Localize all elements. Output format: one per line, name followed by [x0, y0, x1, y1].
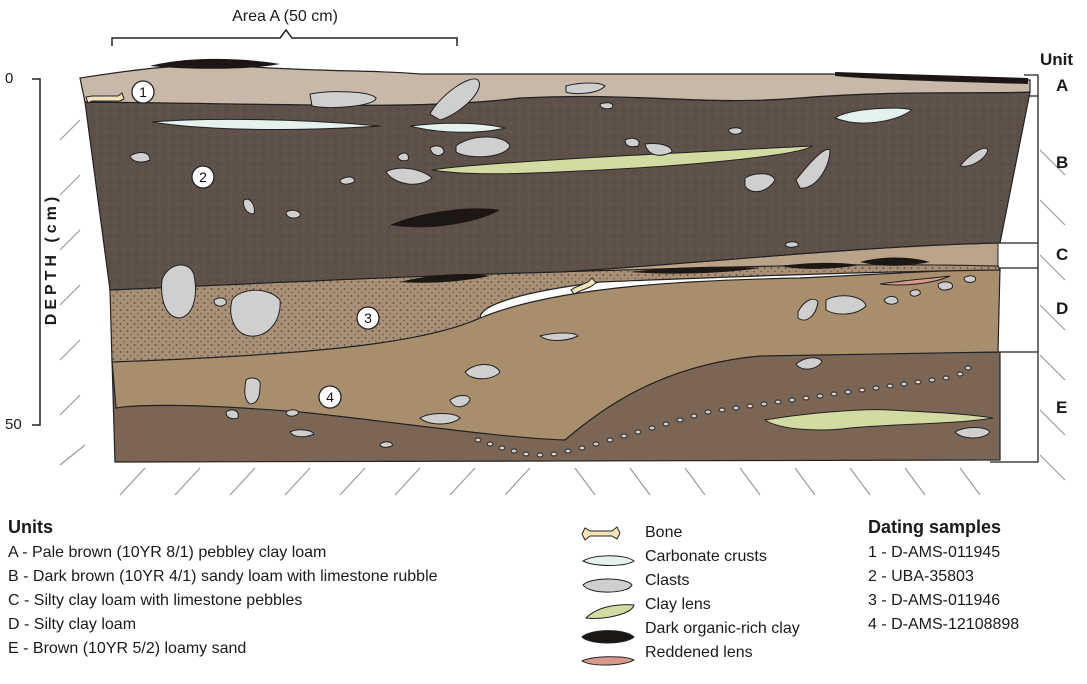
symbol-label-bone: Bone	[645, 521, 800, 545]
unit-letter-d: D	[1056, 299, 1068, 319]
units-legend-item: C - Silty clay loam with limestone pebbl…	[8, 589, 438, 613]
units-legend: Units A - Pale brown (10YR 8/1) pebbley …	[8, 515, 438, 661]
clast-icon	[583, 579, 632, 592]
units-legend-item: E - Brown (10YR 5/2) loamy sand	[8, 637, 438, 661]
depth-tick-50: 50	[5, 416, 22, 433]
area-a-bracket	[112, 30, 457, 46]
reddened-lens-icon	[582, 657, 634, 665]
bone-icon	[582, 527, 620, 540]
sample-marker-2-label: 2	[199, 169, 207, 185]
dating-sample-item: 4 - D-AMS-12108898	[868, 613, 1019, 637]
dating-sample-item: 3 - D-AMS-011946	[868, 589, 1019, 613]
unit-letter-a: A	[1056, 76, 1068, 96]
dating-samples-legend: Dating samples 1 - D-AMS-011945 2 - UBA-…	[868, 515, 1019, 637]
units-legend-title: Units	[8, 515, 438, 539]
symbol-label-clay-lens: Clay lens	[645, 593, 800, 617]
symbol-label-carbonate: Carbonate crusts	[645, 545, 800, 569]
organic-clay-icon	[582, 631, 634, 643]
symbol-label-clasts: Clasts	[645, 569, 800, 593]
symbol-label-organic-clay: Dark organic-rich clay	[645, 617, 800, 641]
dating-sample-item: 2 - UBA-35803	[868, 565, 1019, 589]
depth-tick-0: 0	[5, 70, 13, 87]
legend-symbols	[582, 527, 634, 665]
carbonate-crust-icon	[583, 556, 634, 566]
depth-axis	[32, 79, 40, 425]
clay-lens-icon	[586, 605, 634, 619]
sample-marker-3-label: 3	[364, 310, 372, 326]
unit-column-header: Unit	[1040, 50, 1073, 70]
units-legend-item: B - Dark brown (10YR 4/1) sandy loam wit…	[8, 565, 438, 589]
symbols-legend: Bone Carbonate crusts Clasts Clay lens D…	[645, 521, 800, 665]
dating-sample-item: 1 - D-AMS-011945	[868, 541, 1019, 565]
unit-letter-c: C	[1056, 245, 1068, 265]
depth-axis-title: DEPTH (cm)	[43, 179, 61, 339]
unit-letter-b: B	[1056, 153, 1068, 173]
dating-samples-title: Dating samples	[868, 515, 1019, 539]
sample-marker-4-label: 4	[326, 389, 334, 405]
area-a-label: Area A (50 cm)	[0, 8, 570, 26]
unit-letter-e: E	[1056, 398, 1067, 418]
symbol-label-reddened-lens: Reddened lens	[645, 641, 800, 665]
units-legend-item: A - Pale brown (10YR 8/1) pebbley clay l…	[8, 541, 438, 565]
sample-marker-1-label: 1	[139, 84, 147, 100]
units-legend-item: D - Silty clay loam	[8, 613, 438, 637]
